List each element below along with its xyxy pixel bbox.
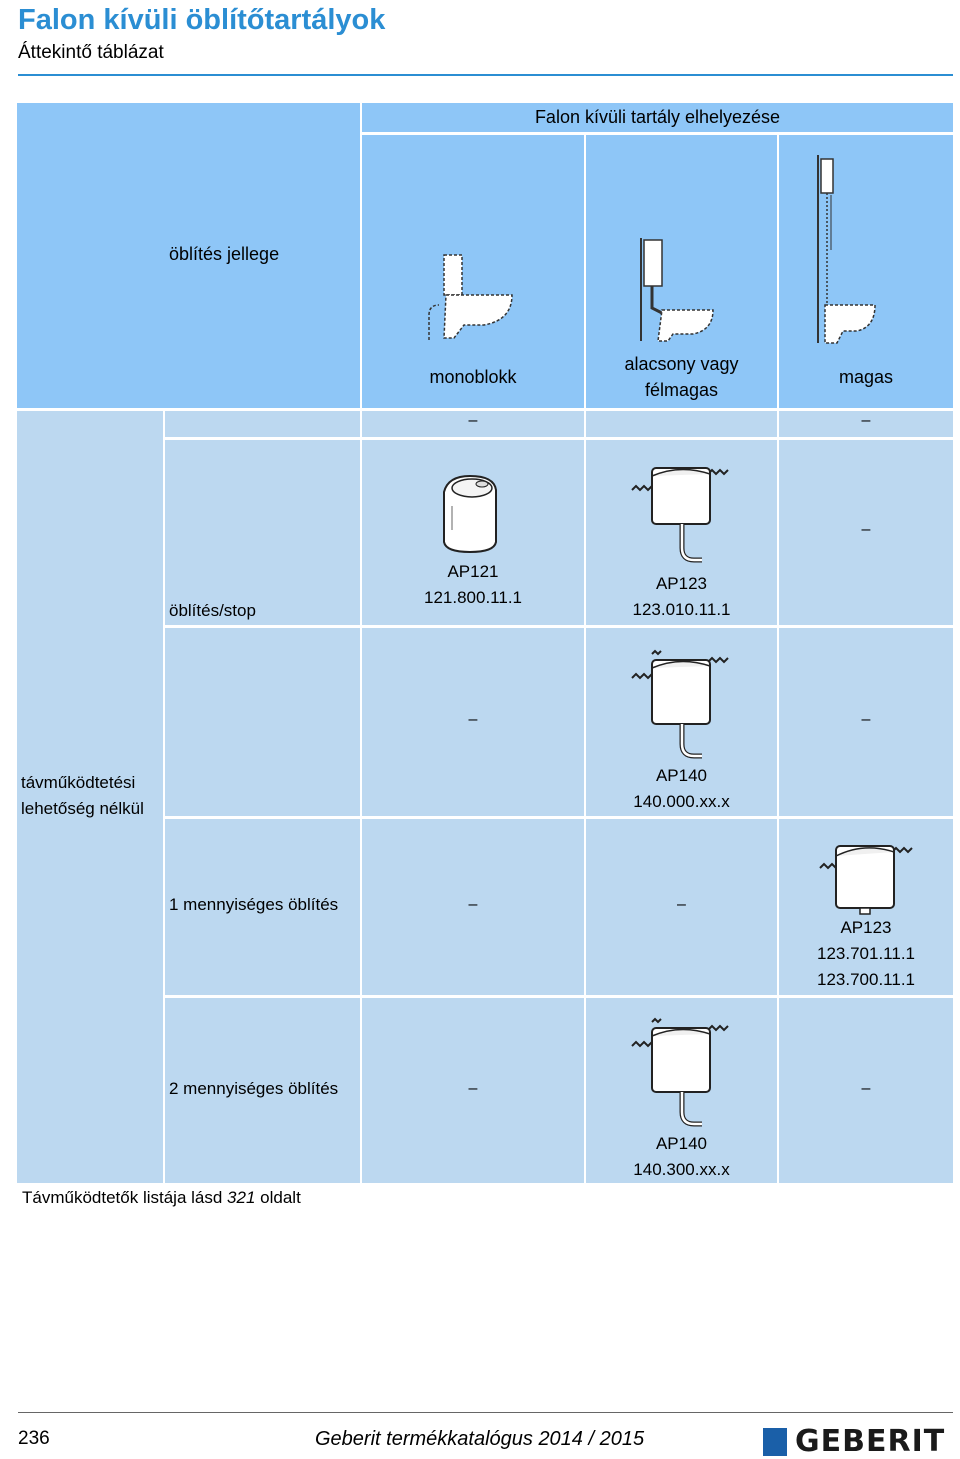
page-number: 236 [18,1428,50,1449]
catalog-title: Geberit termékkatalógus 2014 / 2015 [315,1428,645,1450]
row4-label-cell [165,998,360,1183]
row1-c2-name: AP123 [655,574,708,593]
row3-label: 1 mennyiséges öblítés [169,895,339,914]
row2-label-cell [165,628,360,816]
column-label-magas: magas [838,367,894,387]
footnote-text-before: Távműködtetők listája lásd [22,1188,228,1207]
ap140-cistern-icon [631,649,729,759]
row4-label: 2 mennyiséges öblítés [169,1079,339,1098]
row2-c2-code: 140.000.xx.x [633,792,730,811]
ap121-cistern-icon [443,474,497,554]
low-cistern-toilet-icon [640,238,714,342]
top-row-cell-2 [586,411,777,437]
row2-c2-name: AP140 [655,766,708,785]
column-group-header: Falon kívüli tartály elhelyezése [362,103,953,132]
page-title: Falon kívüli öblítőtartályok [18,4,386,36]
monoblock-toilet-icon [428,254,513,340]
footer-divider [18,1412,953,1413]
row4-c2-name: AP140 [655,1134,708,1153]
top-row-cell-1 [362,411,584,437]
logo-square-icon [763,1427,787,1456]
row4-cell-3 [779,998,953,1183]
header-col-magas [779,135,953,408]
column-label-monoblokk: monoblokk [429,367,517,387]
column-group-label: Falon kívüli tartály elhelyezése [534,107,781,127]
row1-c1-code: 121.800.11.1 [424,588,522,607]
row1-cell-3 [779,440,953,625]
row3-label-cell [165,819,360,995]
row3-c1-dash: – [468,896,478,913]
logo-wordmark: GEBERIT [795,1424,946,1459]
top-row-cell-3 [779,411,953,437]
top-dash-1: – [468,412,478,429]
page-subtitle: Áttekintő táblázat [18,42,164,63]
row1-c1-name: AP121 [447,562,499,581]
header-col-monoblokk [362,135,584,408]
row1-label-cell [165,440,360,625]
header-col-alacsony [586,135,777,408]
ap123-cistern-icon [631,467,729,563]
geberit-logo: GEBERIT [763,1424,945,1459]
row4-c1-dash: – [468,1080,478,1097]
row1-c2-code: 123.010.11.1 [632,600,731,619]
row2-c3-dash: – [861,711,871,728]
row3-c2-dash: – [677,896,686,913]
top-dash-3: – [861,412,871,429]
row3-c3-name: AP123 [840,918,892,937]
row1-c3-dash: – [861,521,871,538]
row3-c3-code: 123.701.11.1 123.700.11.1 [817,944,915,989]
row3-cell-1 [362,819,584,995]
ap123-dual-cistern-icon [819,845,913,915]
side-label: távműködtetési lehetőség nélkül [21,773,144,818]
top-row-label-cell [165,411,360,437]
high-cistern-toilet-icon [817,155,876,344]
ap140-dual-cistern-icon [631,1017,729,1127]
row-header-label: öblítés jellege [169,244,280,264]
row2-cell-1 [362,628,584,816]
row4-c3-dash: – [861,1080,871,1097]
row4-c2-code: 140.300.xx.x [633,1160,730,1179]
row3-cell-2 [586,819,777,995]
footnote-text-after: oldalt [255,1188,301,1207]
header-left-block [17,103,360,408]
row2-c1-dash: – [468,711,478,728]
column-label-alacsony: alacsony vagy félmagas [624,354,739,400]
row4-cell-1 [362,998,584,1183]
title-divider [18,74,953,76]
side-label-column [17,411,163,1183]
row2-cell-3 [779,628,953,816]
row1-label: öblítés/stop [169,601,256,620]
footnote-page-ref[interactable]: 321 [227,1188,256,1207]
footnote: Távműködtetők listája lásd 321 oldalt [22,1188,301,1208]
